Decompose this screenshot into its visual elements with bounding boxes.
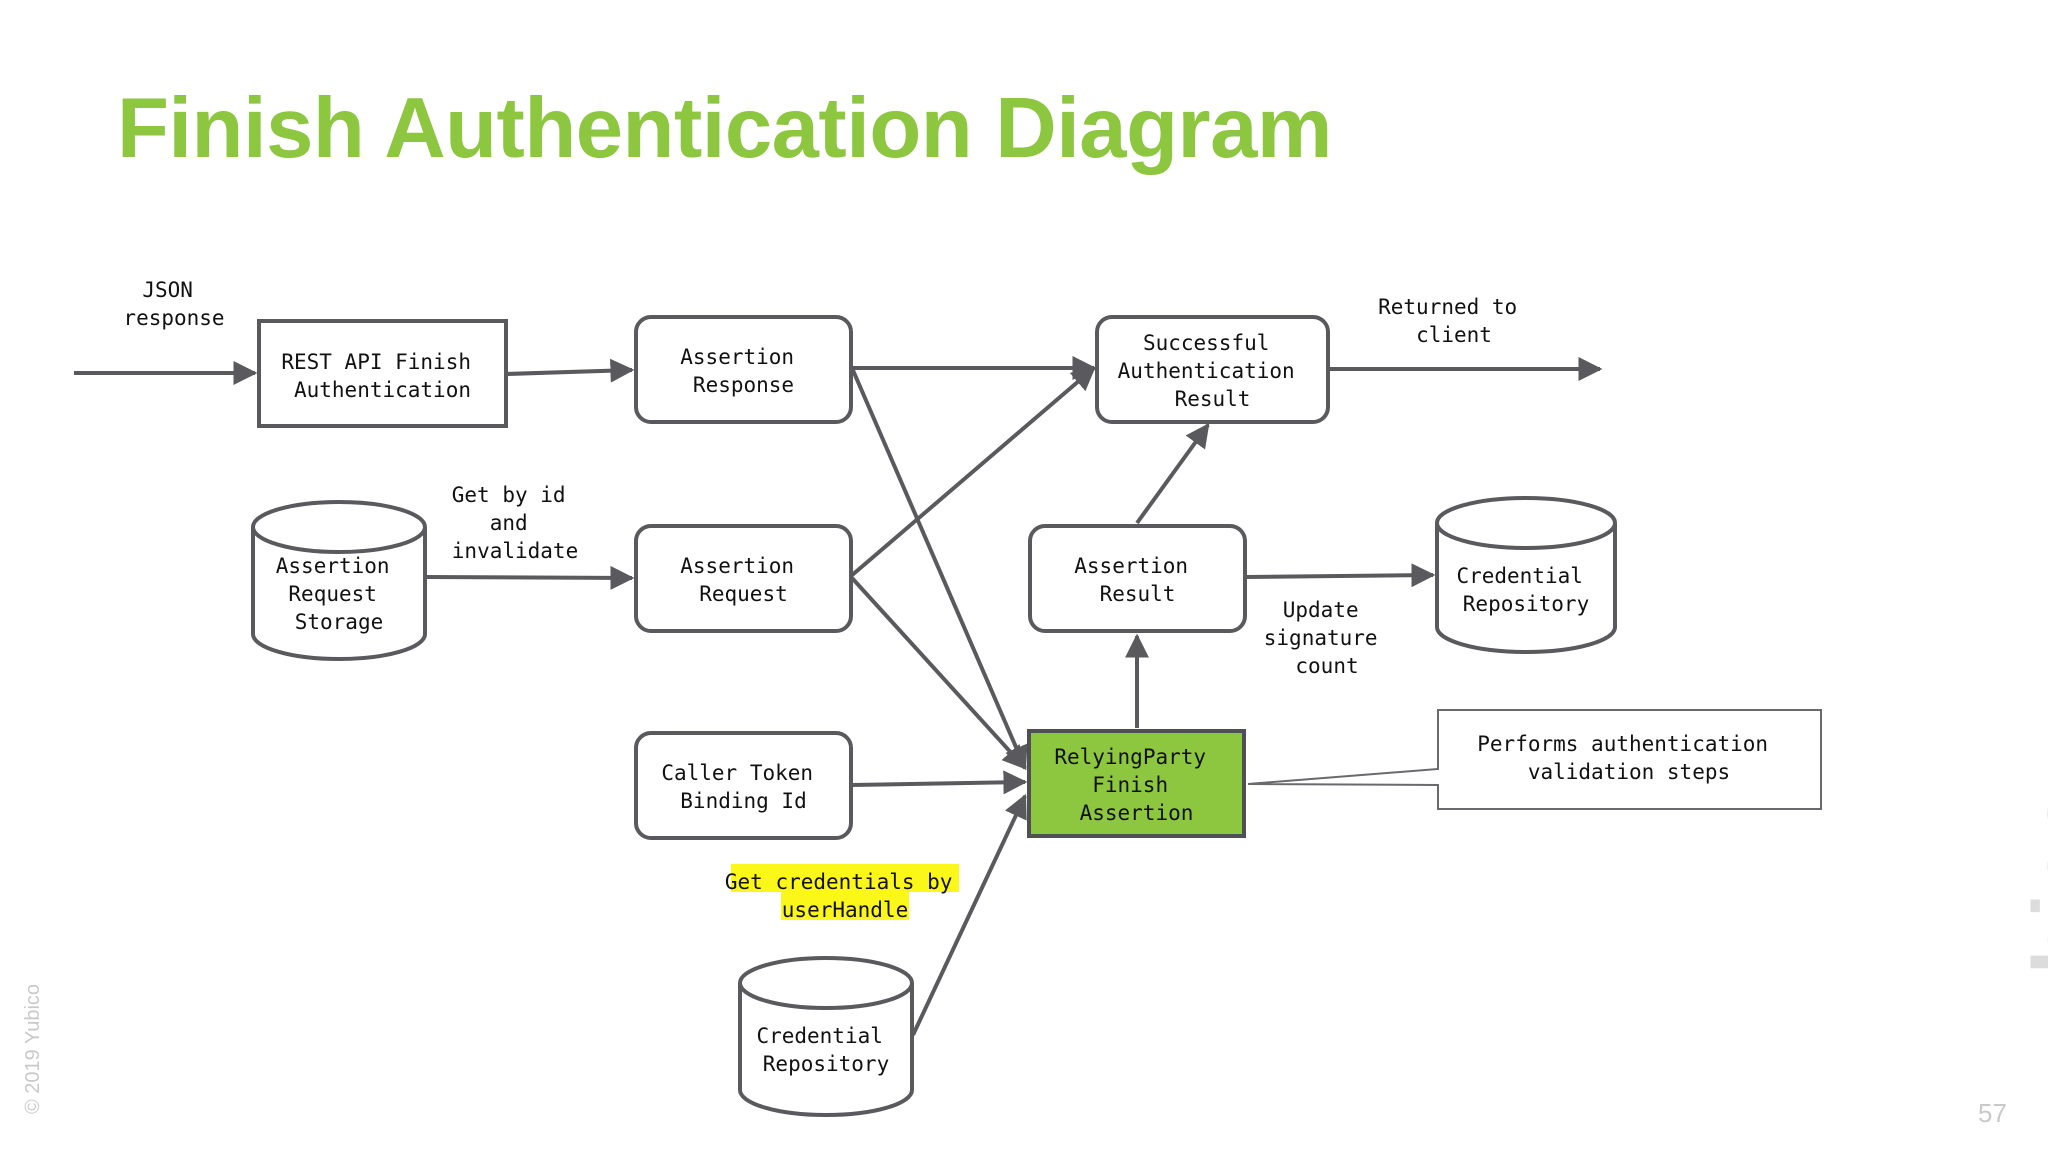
rest-api-node (257, 319, 508, 428)
caller-token-label: Caller Token Binding Id (661, 761, 825, 813)
edge-assertion-result-to-credential-repository (1244, 563, 1436, 588)
edge-assertion-request-to-successful-result (849, 366, 1096, 578)
credential-repository-bottom-node (738, 956, 914, 1117)
json-response-label: JSON response (123, 278, 224, 330)
successful-result-label: Successful Authentication Result (1118, 331, 1308, 411)
assertion-request-storage-node (251, 500, 427, 661)
validation-callout (1247, 709, 1822, 810)
edge-assertion-result-to-successful-result (1135, 423, 1210, 525)
get-by-id-label: Get by id and invalidate (452, 483, 578, 563)
credential-repository-bottom-label: Credential Repository (756, 1024, 895, 1076)
edge-assertion-response-to-relying-party (850, 367, 1028, 771)
edge-assertion-request-to-relying-party (850, 576, 1027, 770)
assertion-result-label: Assertion Result (1074, 554, 1200, 606)
assertion-request-node (634, 524, 853, 633)
assertion-request-label: Assertion Request (680, 554, 806, 606)
assertion-response-label: Assertion Response (680, 345, 806, 397)
relying-party-node (1027, 729, 1246, 838)
page-number: 57 (1978, 1098, 2007, 1128)
slide-title: Finish Authentication Diagram (117, 81, 1332, 176)
edges (74, 356, 1603, 1036)
edge-rest-api-to-assertion-response (505, 358, 635, 383)
returned-to-client-label: Returned to client (1378, 295, 1530, 347)
yubico-logo: yubico (2015, 785, 2048, 1082)
caller-token-node (634, 731, 853, 840)
credential-repository-right-label: Credential Repository (1456, 564, 1595, 616)
assertion-request-storage-label: Assertion Request Storage (276, 554, 402, 634)
get-credentials-highlight (731, 864, 959, 920)
successful-result-node (1095, 315, 1330, 424)
assertion-result-node (1028, 524, 1247, 633)
assertion-response-node (634, 315, 853, 424)
edge-credential-repository-to-relying-party (911, 793, 1027, 1036)
relying-party-label: RelyingParty Finish Assertion (1054, 745, 1218, 825)
validation-callout-label: Performs authentication validation steps (1477, 732, 1780, 784)
copyright-text: © 2019 Yubico (22, 983, 44, 1114)
rest-api-label: REST API Finish Authentication (281, 350, 483, 402)
edge-caller-token-to-relying-party (851, 770, 1028, 795)
edge-storage-to-assertion-request (424, 565, 635, 590)
update-signature-label: Update signature count (1264, 598, 1390, 678)
credential-repository-right-node (1435, 496, 1617, 654)
get-credentials-label: Get credentials by userHandle (725, 870, 965, 922)
